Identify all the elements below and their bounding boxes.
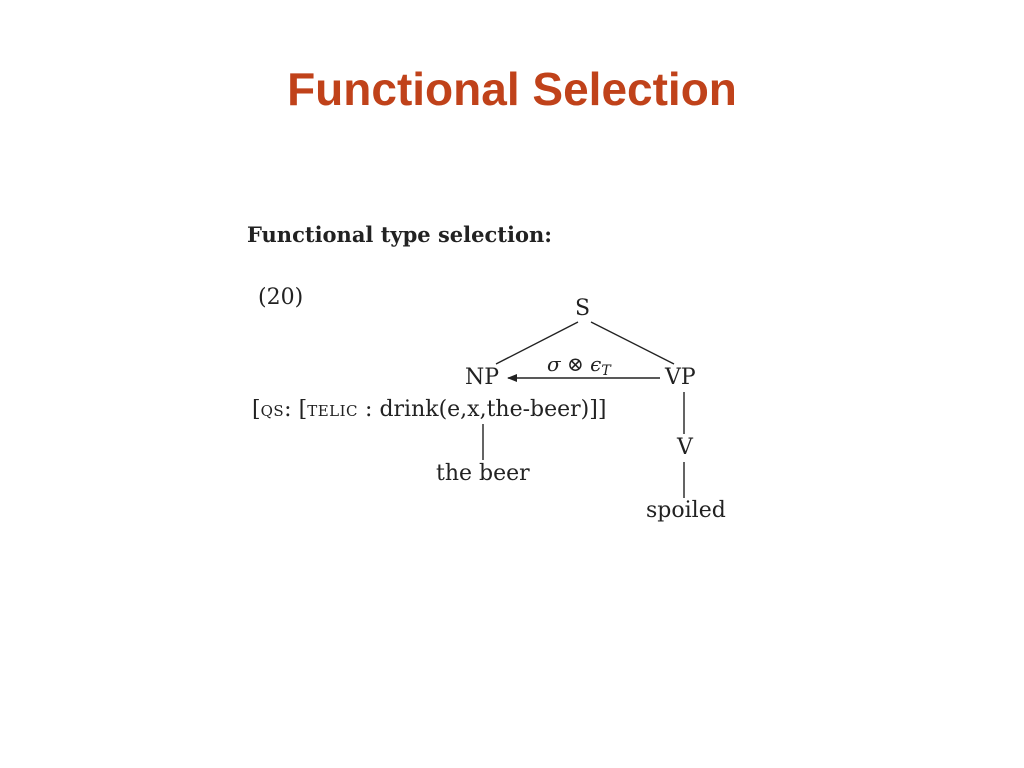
sigma-symbol: σ [547, 352, 561, 376]
node-v: V [677, 435, 693, 460]
leaf-the-beer: the beer [436, 461, 530, 486]
epsilon-subscript: T [601, 363, 611, 379]
qualia-structure: [QS: [TELIC : drink(e,x,the-beer)]] [252, 399, 606, 421]
qualia-value: drink(e,x,the-beer)]] [379, 397, 607, 422]
otimes-symbol: ⊗ [567, 352, 584, 376]
qualia-colon-2: : [365, 397, 373, 422]
edge-s-vp [590, 321, 675, 365]
qualia-open-bracket: [ [252, 397, 261, 422]
node-np: NP [465, 365, 500, 390]
qualia-colon-1: : [284, 397, 292, 422]
arrow-label: σ ⊗ ϵT [547, 352, 611, 378]
node-vp: VP [665, 365, 696, 390]
edge-s-np [495, 321, 579, 365]
figure-heading: Functional type selection: [247, 222, 552, 247]
epsilon-symbol: ϵ [590, 352, 602, 376]
node-s: S [575, 296, 591, 321]
qualia-telic-label: TELIC [307, 402, 359, 420]
example-number: (20) [258, 285, 304, 310]
qualia-qs-label: QS [260, 402, 285, 420]
qualia-open-bracket-2: [ [298, 397, 308, 422]
leaf-spoiled: spoiled [646, 498, 726, 523]
slide-title: Functional Selection [287, 63, 737, 115]
